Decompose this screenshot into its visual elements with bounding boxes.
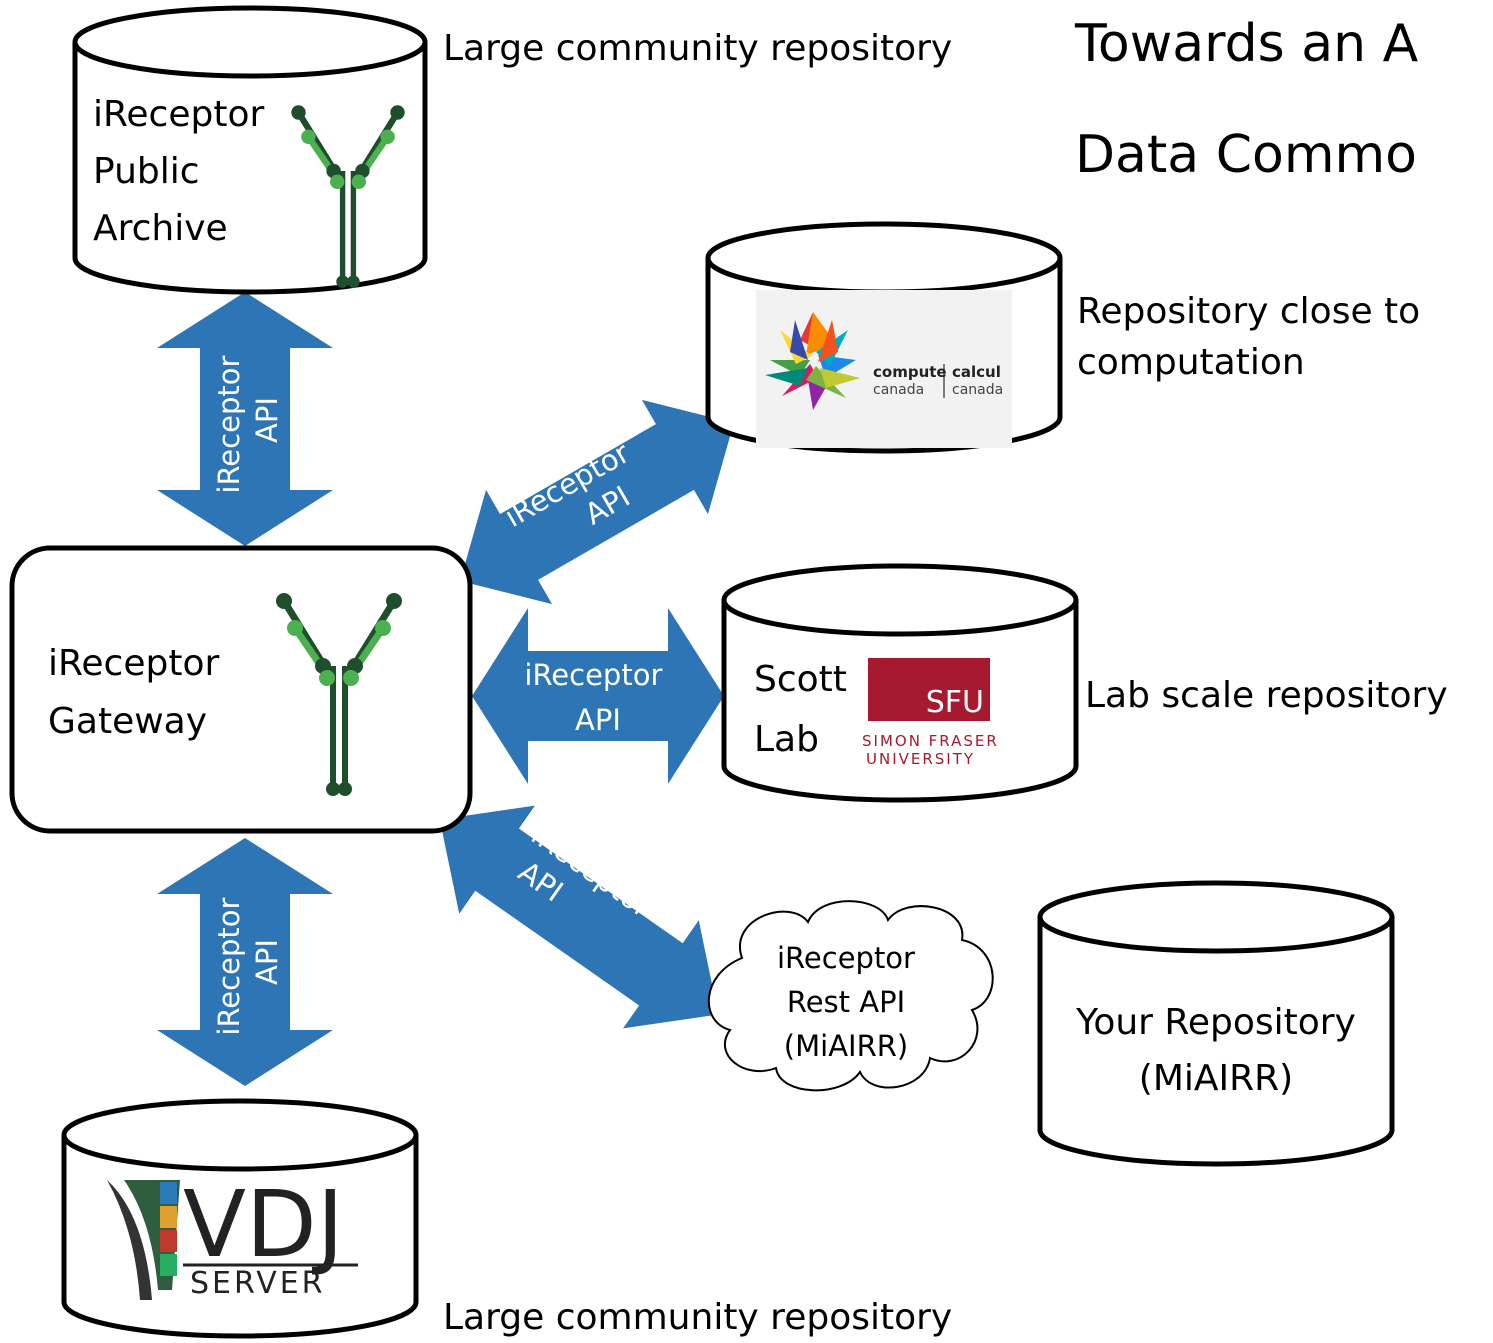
your-repository-label: Your Repository (MiAIRR) [1040,995,1392,1107]
annotation-compute: Repository close to computation [1077,291,1421,384]
vdj-logo-mark: VDJ [183,1171,344,1278]
arrow-gateway-vdj [157,838,333,1086]
sfu-logo-line2: UNIVERSITY [866,750,975,768]
arrow-gateway-rest [439,805,719,1029]
annotation-lab: Lab scale repository [1085,675,1448,716]
cylinder-compute-canada [705,221,1063,454]
public-archive-label: iReceptor Public Archive [93,86,264,257]
compute-canada-logo-icon: compute canada calcul canada [765,312,1003,410]
gateway-label-line: iReceptor [48,643,220,684]
gateway-label-line: Gateway [48,701,208,742]
annotation-top-left: Large community repository [443,28,953,69]
rest-api-cloud [707,900,994,1092]
rest-api-label-line: iReceptor [777,941,915,975]
sfu-logo-line1: SIMON FRASER [862,732,999,750]
arrow-gateway-compute [460,399,734,605]
compute-canada-logo-left-sub: canada [873,382,924,398]
vdj-logo-sub: SERVER [190,1266,326,1301]
scott-lab-label-line: Scott [754,659,847,700]
public-archive-label-line: Archive [93,208,228,249]
your-repository-label-line: Your Repository [1076,1002,1356,1043]
rest-api-label-line: (MiAIRR) [783,1029,909,1063]
scott-lab-label: Scott Lab [754,650,847,770]
rest-api-label: iReceptor Rest API (MiAIRR) [765,936,927,1068]
diagram-title-line1: Towards an A [1075,14,1419,74]
compute-canada-logo-right: calcul [952,363,1001,381]
your-repository-label-line: (MiAIRR) [1138,1058,1294,1099]
arrow-label-lab: iReceptor API [524,658,671,737]
sfu-logo-mark: SFU [926,685,984,720]
rest-api-label-line: Rest API [786,985,906,1019]
scott-lab-label-line: Lab [754,719,819,760]
cylinder-scott-lab [721,563,1079,803]
sfu-logo-icon: SFU SIMON FRASER UNIVERSITY [862,658,999,768]
arrow-label-vdj: iReceptor API [212,888,284,1035]
compute-canada-logo-left: compute [873,363,947,381]
public-archive-label-line: Public [93,151,200,192]
public-archive-label-line: iReceptor [93,94,265,135]
arrow-gateway-scottlab [472,608,724,784]
gateway-box [9,545,473,834]
arrow-label-archive: iReceptor API [212,346,284,493]
arrow-archive-gateway [157,292,333,546]
diagram-title-line2: Data Commo [1075,125,1417,185]
cylinder-public-archive [72,5,428,295]
compute-canada-logo-right-sub: canada [952,382,1003,398]
gateway-label: iReceptor Gateway [48,635,219,751]
annotation-bottom: Large community repository [443,1297,953,1338]
cylinder-your-repository [1037,880,1395,1167]
vdj-server-logo-icon: VDJ SERVER [107,1171,358,1301]
